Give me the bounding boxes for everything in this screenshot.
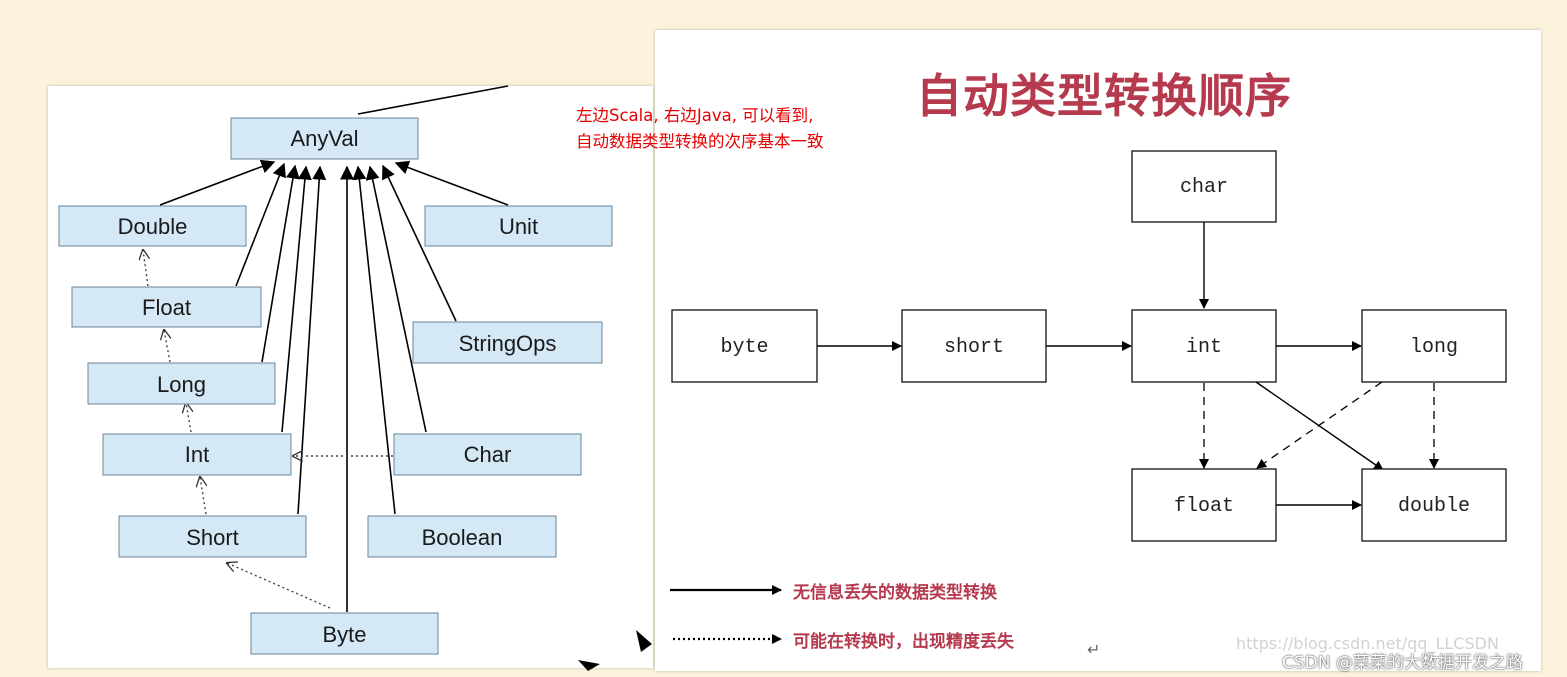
stray-arrowhead: [636, 630, 652, 652]
java-diagram-title: 自动类型转换顺序: [916, 69, 1292, 123]
scala-node-stringops: StringOps: [412, 321, 603, 364]
legend-dotted-label: 可能在转换时，出现精度丢失: [793, 632, 1014, 652]
svg-text:byte: byte: [720, 336, 768, 359]
scala-node-byte: Byte: [250, 612, 439, 655]
java-node-double: double: [1361, 468, 1507, 542]
legend-solid-label: 无信息丢失的数据类型转换: [793, 583, 997, 603]
java-dashed-edges: [1199, 381, 1439, 469]
svg-text:Int: Int: [185, 442, 209, 467]
svg-text:int: int: [1186, 336, 1222, 359]
svg-text:Float: Float: [142, 295, 191, 320]
stray-arrowhead: [578, 660, 600, 671]
scala-node-short: Short: [118, 515, 307, 558]
scala-node-long: Long: [87, 362, 276, 405]
java-node-char: char: [1131, 150, 1277, 223]
scala-node-char: Char: [393, 433, 582, 476]
scala-implicit-edges: [143, 250, 393, 609]
note-line-1: 左边Scala, 右边Java, 可以看到,: [576, 106, 814, 125]
svg-text:Boolean: Boolean: [422, 525, 503, 550]
svg-text:short: short: [944, 336, 1004, 359]
svg-text:Unit: Unit: [499, 214, 538, 239]
java-node-byte: byte: [671, 309, 818, 383]
java-solid-edges: [817, 222, 1384, 510]
comparison-note: 左边Scala, 右边Java, 可以看到, 自动数据类型转换的次序基本一致: [576, 103, 824, 155]
scala-node-double: Double: [58, 205, 247, 247]
svg-text:Byte: Byte: [322, 622, 366, 647]
java-node-short: short: [901, 309, 1047, 383]
note-line-2: 自动数据类型转换的次序基本一致: [576, 132, 824, 151]
svg-text:StringOps: StringOps: [459, 331, 557, 356]
scala-node-boolean: Boolean: [367, 515, 557, 558]
java-node-int: int: [1131, 309, 1277, 383]
scala-node-anyval: AnyVal: [230, 117, 419, 160]
svg-text:char: char: [1180, 176, 1228, 199]
watermark-credit: CSDN @菜菜的大数据开发之路: [1282, 653, 1523, 673]
svg-text:long: long: [1410, 336, 1458, 359]
scala-node-float: Float: [71, 286, 262, 328]
scala-node-int: Int: [102, 433, 292, 476]
java-node-float: float: [1131, 468, 1277, 542]
svg-text:AnyVal: AnyVal: [290, 126, 358, 151]
scala-node-unit: Unit: [424, 205, 613, 247]
svg-text:float: float: [1174, 495, 1234, 518]
return-mark: ↵: [1087, 640, 1101, 659]
svg-text:Short: Short: [186, 525, 239, 550]
java-node-long: long: [1361, 309, 1507, 383]
svg-text:Long: Long: [157, 372, 206, 397]
svg-text:Double: Double: [118, 214, 188, 239]
watermark-url: https://blog.csdn.net/qq_LLCSDN: [1236, 634, 1499, 653]
svg-text:Char: Char: [464, 442, 512, 467]
svg-text:double: double: [1398, 495, 1470, 518]
